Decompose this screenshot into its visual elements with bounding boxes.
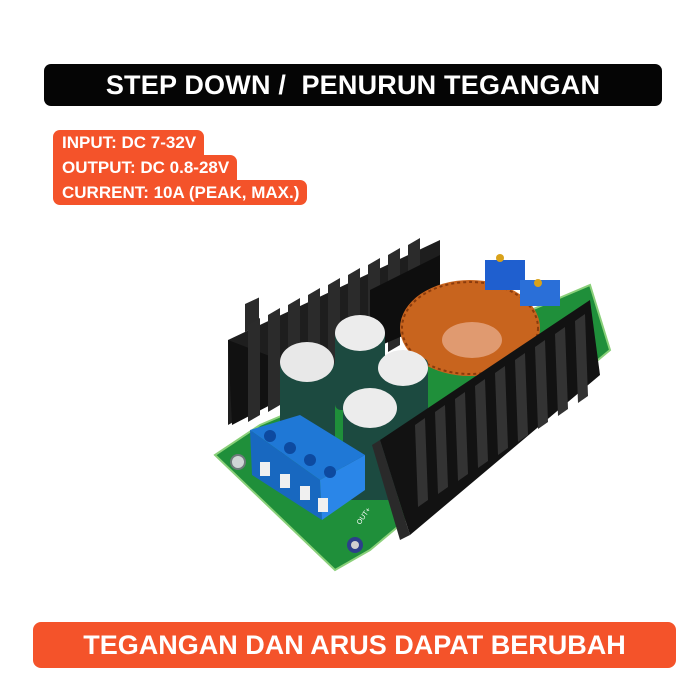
footer-banner: TEGANGAN DAN ARUS DAPAT BERUBAH: [33, 622, 676, 668]
spec-current: CURRENT: 10A (PEAK, MAX.): [53, 180, 308, 205]
spec-output: OUTPUT: DC 0.8-28V: [53, 155, 238, 180]
potentiometer-1: [485, 260, 525, 290]
screw-terminal: [250, 415, 365, 520]
spec-input: INPUT: DC 7-32V: [53, 130, 205, 155]
title-banner: STEP DOWN / PENURUN TEGANGAN: [44, 64, 662, 106]
spec-box: INPUT: DC 7-32V OUTPUT: DC 0.8-28V CURRE…: [53, 130, 308, 205]
product-image: OUT+: [213, 238, 612, 572]
heatsink-front: [372, 300, 600, 540]
toroid-inductor: [400, 280, 540, 376]
